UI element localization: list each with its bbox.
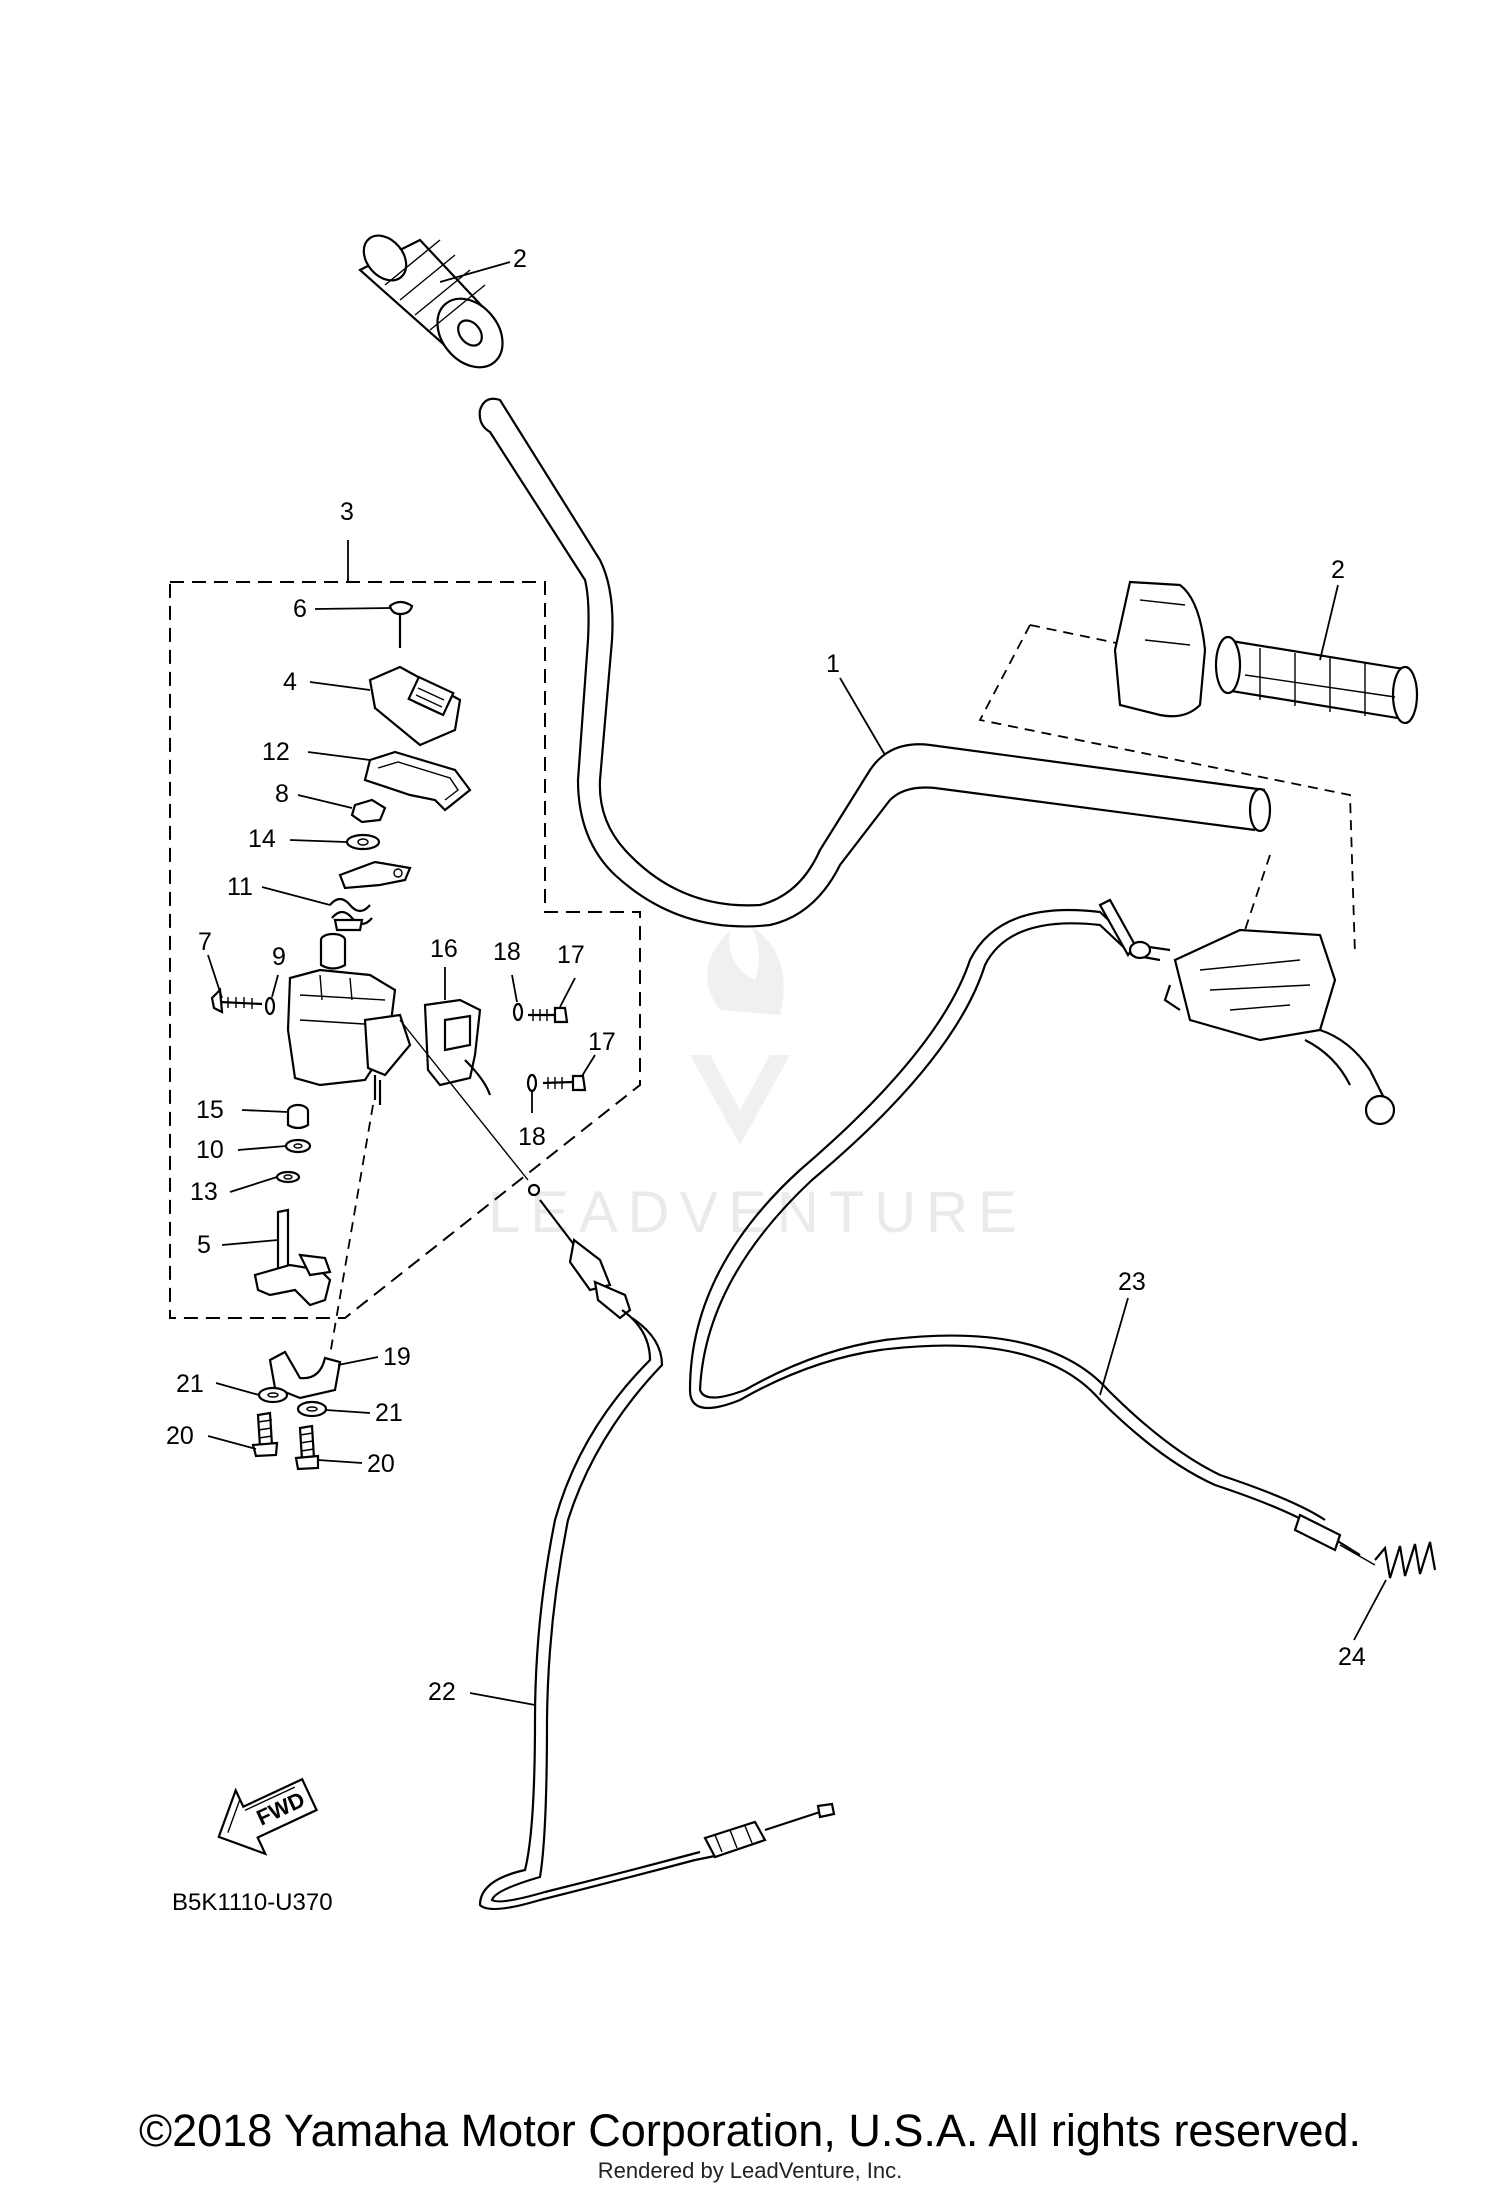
callout-14: 14 [248,825,276,853]
callout-2-top: 2 [513,245,527,273]
callout-3: 3 [340,498,354,526]
switch-assembly-parts [210,600,587,1356]
left-grip [358,234,504,369]
callout-16: 16 [430,935,458,963]
callout-7: 7 [198,928,212,956]
throttle-cable [688,898,1171,1391]
clamp-group [251,1350,342,1471]
leadventure-watermark: LEADVENTURE [488,925,1027,1245]
callout-8: 8 [275,780,289,808]
callout-18-top: 18 [493,938,521,966]
callout-2-right: 2 [1331,556,1345,584]
callout-11: 11 [227,873,253,901]
callout-1: 1 [826,650,840,678]
callout-4: 4 [283,668,297,696]
callout-20-left: 20 [166,1422,194,1450]
callout-6: 6 [293,595,307,623]
right-grip-group [978,580,1419,956]
callout-15: 15 [196,1096,224,1124]
leader-lines [207,261,1387,1706]
copyright-notice: ©2018 Yamaha Motor Corporation, U.S.A. A… [138,2105,1362,2156]
callout-10: 10 [196,1136,224,1164]
diagram-code: B5K1110-U370 [172,1889,333,1916]
callout-17-bottom: 17 [588,1028,616,1056]
callout-21-right: 21 [375,1399,403,1427]
callout-5: 5 [197,1231,211,1259]
callout-19: 19 [383,1343,411,1371]
cable-23 [688,1334,1437,1579]
callout-12: 12 [262,738,290,766]
callout-numbers: 2 3 2 1 6 4 12 8 14 11 7 9 16 18 17 17 1… [166,245,1366,1706]
watermark-text: LEADVENTURE [488,1180,1027,1245]
fwd-arrow: FWD [217,1777,319,1856]
choke-cable [399,1019,836,1911]
rendered-by-notice: Rendered by LeadVenture, Inc. [597,2158,903,2183]
callout-20-right: 20 [367,1450,395,1478]
callout-21-left: 21 [176,1370,204,1398]
callout-23: 23 [1118,1268,1146,1296]
callout-24: 24 [1338,1643,1366,1671]
handlebar [478,397,1272,928]
spring-24 [1374,1541,1437,1579]
right-lever-assembly [1163,928,1396,1126]
assembly-boundary [169,581,641,1319]
callout-9: 9 [272,943,286,971]
callout-18-bottom: 18 [518,1123,546,1151]
callout-22: 22 [428,1678,456,1706]
callout-13: 13 [190,1178,218,1206]
callout-17-top: 17 [557,941,585,969]
